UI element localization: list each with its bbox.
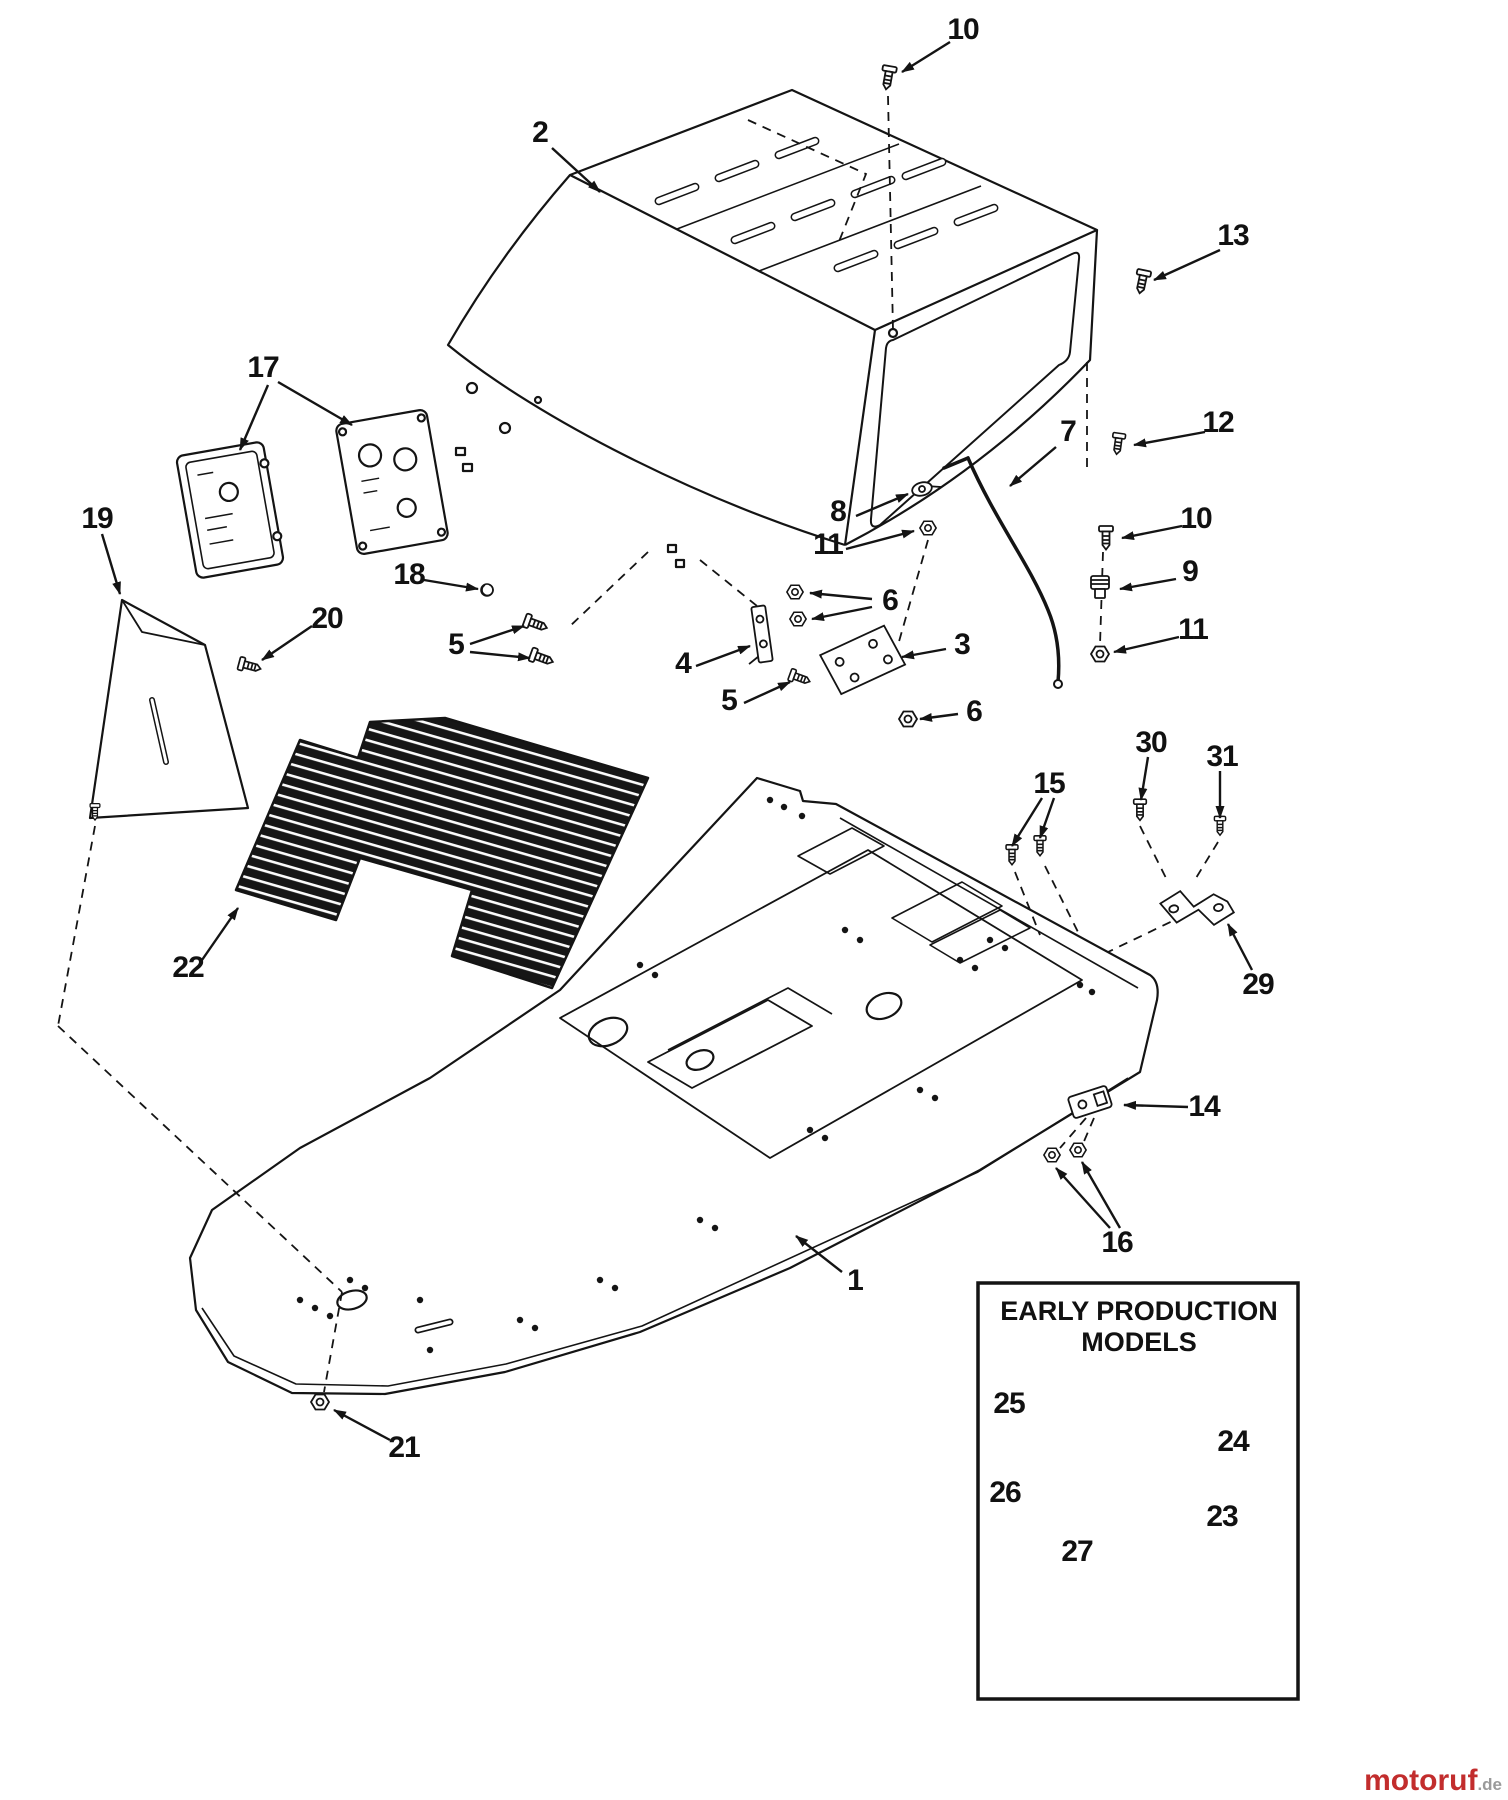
nut-6a: [786, 584, 804, 600]
nut-11-right: [1090, 645, 1110, 663]
nut-6c: [898, 710, 918, 728]
inset-box: [976, 1281, 1300, 1701]
watermark-tld: .de: [1477, 1775, 1502, 1794]
screw-15a: [1005, 844, 1019, 866]
floor-mat: [234, 716, 650, 990]
screw-20: [236, 655, 264, 677]
latch-14: [1067, 1085, 1113, 1119]
chassis: [188, 776, 1159, 1396]
watermark: motoruf.de: [1364, 1764, 1502, 1798]
nut-16a: [1043, 1147, 1061, 1163]
plate-3: [818, 624, 907, 696]
clip-8: [911, 481, 942, 497]
screw-5b: [527, 646, 557, 670]
inset-title: EARLY PRODUCTION MODELS: [986, 1296, 1292, 1358]
control-panel-left: [175, 441, 285, 579]
side-panel: [88, 598, 250, 820]
inset-title-line1: EARLY PRODUCTION: [1000, 1296, 1278, 1326]
nut-11-left: [919, 520, 937, 536]
screw-31: [1213, 815, 1227, 836]
nut-6b: [789, 611, 807, 627]
nut-16b: [1069, 1142, 1087, 1158]
inset-title-line2: MODELS: [1081, 1327, 1197, 1358]
screw-30: [1132, 798, 1148, 822]
screw-12: [1109, 431, 1127, 456]
bracket-29: [1159, 889, 1236, 926]
fitting-9: [1090, 575, 1110, 599]
bracket-4: [748, 604, 774, 665]
screw-10-top: [878, 64, 898, 92]
screw-5c: [786, 667, 813, 689]
watermark-brand: motoruf: [1364, 1764, 1478, 1797]
chassis-holes: [296, 796, 1096, 1354]
control-panel-right: [335, 409, 449, 555]
hood-assembly: [446, 88, 1099, 569]
screw-15b: [1033, 835, 1047, 857]
dashed-lines: [57, 95, 1219, 1525]
hood-rod: [942, 456, 1063, 689]
clip-18: [480, 583, 494, 597]
nut-21: [310, 1393, 330, 1411]
screw-13: [1131, 267, 1153, 296]
screw-10-right: [1098, 525, 1114, 551]
screw-5a: [521, 612, 551, 636]
